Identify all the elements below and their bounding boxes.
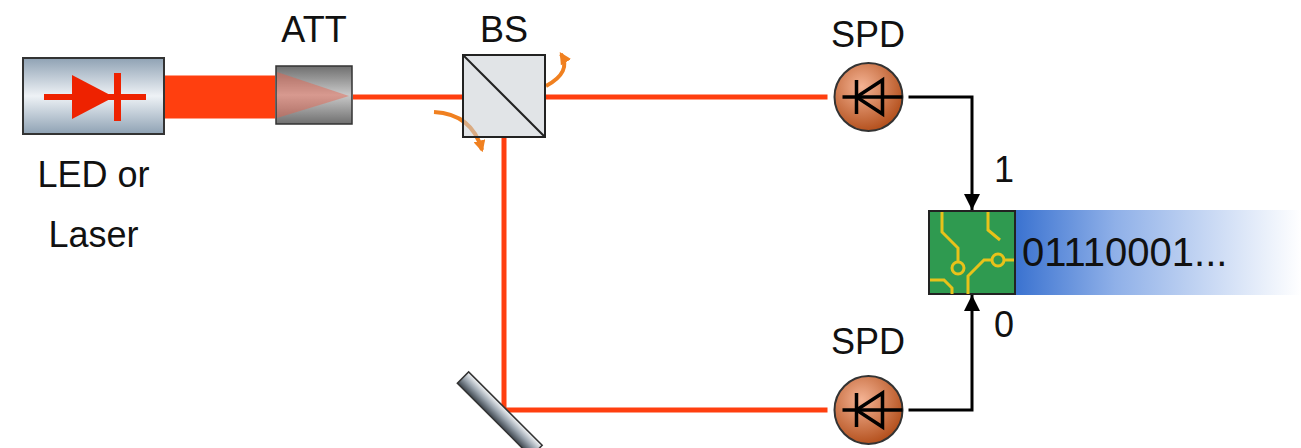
diode-symbol bbox=[44, 73, 146, 121]
light-beam bbox=[504, 138, 828, 410]
photodiode-symbol bbox=[842, 80, 902, 114]
single-photon-detector: SPD bbox=[828, 15, 909, 133]
part-label: SPD bbox=[828, 15, 909, 55]
attenuator: ATT bbox=[275, 10, 353, 125]
light-source: LED or Laser bbox=[22, 57, 165, 265]
part-label: LED or Laser bbox=[22, 145, 165, 265]
detector-body bbox=[834, 376, 902, 444]
part-label: SPD bbox=[828, 322, 909, 362]
light-beam bbox=[165, 76, 275, 119]
beam-splitter: BS bbox=[462, 10, 546, 138]
light-beam bbox=[353, 95, 462, 100]
part-label: ATT bbox=[275, 10, 353, 50]
attenuation-wedge bbox=[277, 72, 349, 118]
splitter-cube bbox=[463, 55, 545, 137]
splitter-plane bbox=[464, 56, 544, 136]
channel-number-holder: 0 bbox=[994, 305, 1014, 345]
attenuator-body bbox=[276, 66, 352, 124]
single-photon-detector: SPD bbox=[828, 322, 909, 444]
transmission-arrow bbox=[546, 54, 564, 86]
channel-number-holder: 1 bbox=[994, 150, 1014, 190]
output-bits: 01110001... bbox=[1022, 210, 1301, 295]
mirror bbox=[457, 372, 542, 448]
detector-body bbox=[834, 63, 902, 131]
channel-number: 1 bbox=[994, 149, 1014, 190]
signal-wire bbox=[909, 97, 973, 210]
light-beam bbox=[546, 95, 828, 100]
board-traces bbox=[930, 212, 1014, 294]
output-board: 01110001... bbox=[928, 210, 1301, 295]
output-band bbox=[1015, 210, 1301, 295]
circuit-board bbox=[929, 211, 1015, 294]
photodiode-symbol bbox=[842, 393, 902, 427]
source-housing bbox=[23, 58, 164, 134]
channel-number: 0 bbox=[994, 304, 1014, 345]
signal-wire bbox=[909, 295, 973, 410]
part-label: BS bbox=[462, 10, 546, 50]
